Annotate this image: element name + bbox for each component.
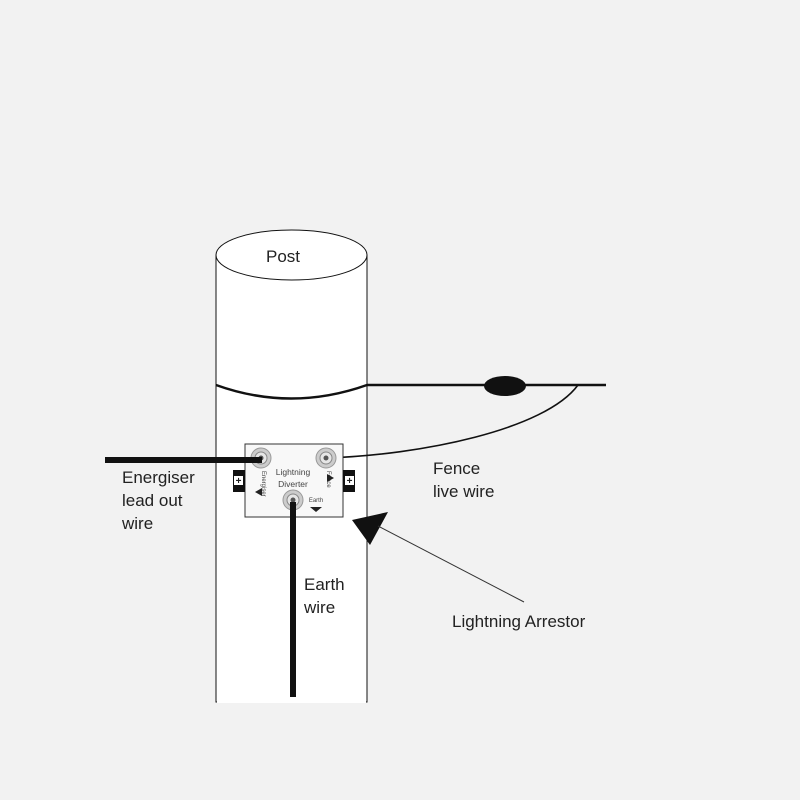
insulator: [484, 376, 526, 396]
arrestor-pointer: [352, 512, 525, 603]
post-label: Post: [266, 247, 300, 266]
fence-label-line-2: live wire: [433, 482, 494, 501]
earth-label-line-2: wire: [303, 598, 335, 617]
earth-arrow-icon: [310, 507, 322, 512]
energiser-terminal-label: Energiser: [260, 471, 266, 497]
fence-live-wire-link: [325, 384, 579, 459]
left-polarity-sign: +: [236, 476, 242, 487]
pointer-arrow-icon: [352, 512, 388, 545]
fence-label-line-1: Fence: [433, 459, 480, 478]
energiser-label-line-1: Energiser: [122, 468, 195, 487]
fence-top-wire: [215, 376, 606, 459]
post-top: [215, 229, 368, 281]
energiser-label-line-3: wire: [121, 514, 153, 533]
diverter-title-line-1: Lightning: [276, 467, 311, 477]
terminal-fence: [315, 447, 337, 469]
earth-label-line-1: Earth: [304, 575, 345, 594]
energiser-label-line-2: lead out: [122, 491, 183, 510]
fence-arrow-icon: [327, 474, 334, 482]
energiser-arrow-icon: [255, 488, 262, 496]
earth-terminal-label: Earth: [309, 498, 323, 504]
diverter-title-line-2: Diverter: [278, 479, 308, 489]
arrestor-label: Lightning Arrestor: [452, 612, 586, 631]
right-polarity-sign: +: [347, 476, 353, 487]
